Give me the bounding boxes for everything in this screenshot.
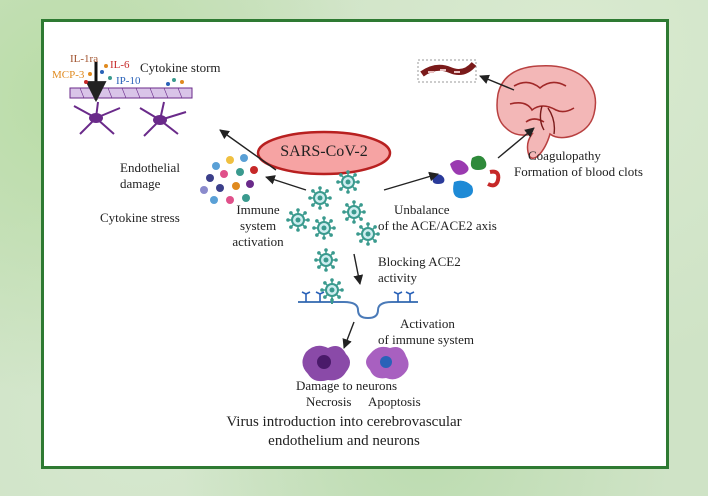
virus-icon <box>285 169 381 273</box>
endothelial-label-2: damage <box>120 176 161 191</box>
diagram-artwork <box>69 59 597 382</box>
immune-label-2: system <box>239 218 277 233</box>
activation-label-1: Activation <box>400 316 455 331</box>
cell-icon <box>200 154 258 204</box>
cell-icon <box>302 345 409 382</box>
unbalance-label-1: Unbalance <box>394 202 450 217</box>
arrow-to-proteins <box>383 171 439 191</box>
arrow-to-blood-vessel <box>479 74 515 91</box>
immune-label-3: activation <box>232 234 284 249</box>
apoptosis-label: Apoptosis <box>368 394 421 409</box>
receptor-icon <box>298 277 418 320</box>
activation-label-2: of immune system <box>378 332 475 347</box>
blood-clots-label: Formation of blood clots <box>514 164 643 179</box>
neuron-icon <box>69 62 193 137</box>
brain-icon <box>496 64 597 159</box>
il6-label: IL-6 <box>110 59 130 71</box>
sars-cov-2-ellipse <box>256 130 392 176</box>
arrow-to-brain <box>497 127 535 159</box>
mcp3-label: MCP-3 <box>52 69 85 81</box>
endothelial-label-1: Endothelial <box>120 160 180 175</box>
unbalance-label-2: of the ACE/ACE2 axis <box>378 218 497 233</box>
arrow-to-receptor <box>353 253 364 285</box>
cytokine-storm-label: Cytokine storm <box>140 60 221 75</box>
cytokine-stress-label: Cytokine stress <box>100 210 180 225</box>
sars-cov-2-label: SARS-CoV-2 <box>280 143 368 160</box>
damage-neurons-label: Damage to neurons <box>296 378 398 393</box>
il1ra-label: IL-1ra <box>70 53 99 65</box>
necrosis-label: Necrosis <box>306 394 352 409</box>
arrow-to-cytokine-storm <box>219 129 277 171</box>
ip10-label: IP-10 <box>116 75 141 87</box>
blood-vessel-icon <box>417 59 477 83</box>
immune-label-1: Immune <box>236 202 280 217</box>
cytokine-icon <box>84 64 184 86</box>
protein-icon <box>432 155 501 199</box>
blocking-ace2-label-2: activity <box>378 270 417 285</box>
coagulopathy-label: Coagulopathy <box>528 148 601 163</box>
arrow-to-immune-cells <box>265 175 307 191</box>
blocking-ace2-label-1: Blocking ACE2 <box>378 254 461 269</box>
arrow-to-neurons <box>342 321 355 349</box>
diagram-frame: IL-1ra IL-6 MCP-3 IP-10 Cytokine storm E… <box>41 19 669 469</box>
bottom-caption-line-1: Virus introduction into cerebrovascular <box>226 414 462 430</box>
bottom-caption-line-2: endothelium and neurons <box>268 433 420 449</box>
